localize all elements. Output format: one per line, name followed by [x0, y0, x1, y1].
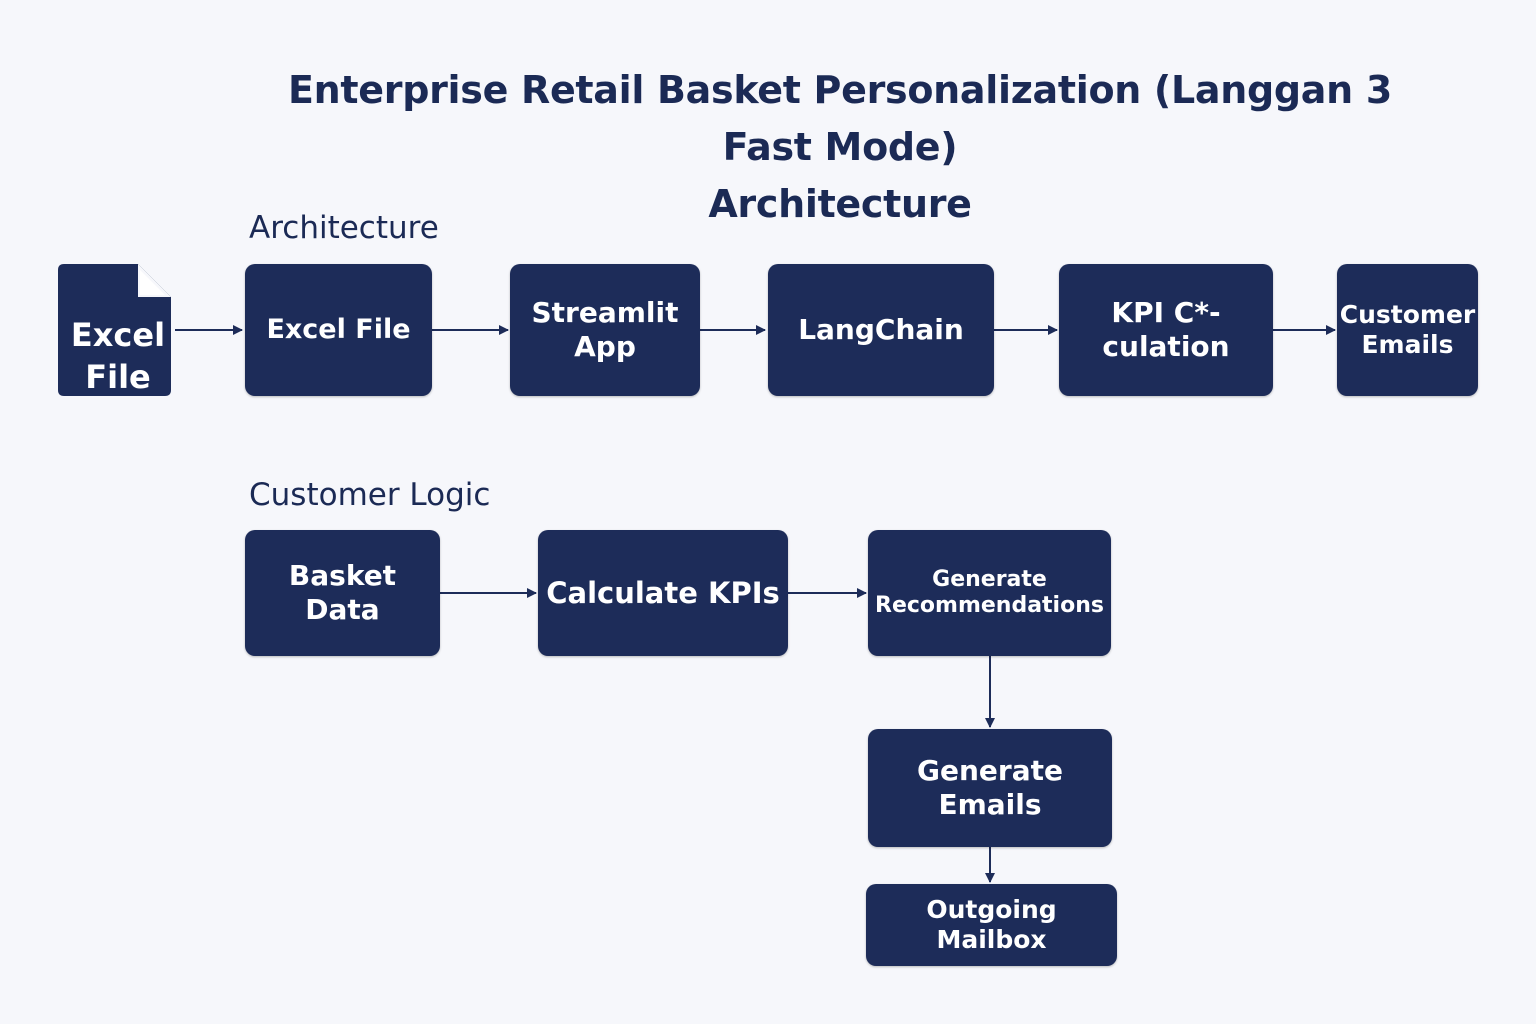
excel-document-icon: Excel File — [58, 264, 171, 396]
node-basket-data: Basket Data — [245, 530, 440, 656]
diagram-title: Enterprise Retail Basket Personalization… — [250, 62, 1430, 233]
node-generate-recommendations: Generate Recommendations — [868, 530, 1111, 656]
node-kpi-calculation: KPI C*- culation — [1059, 264, 1273, 396]
node-calculate-kpis: Calculate KPIs — [538, 530, 788, 656]
node-streamlit-app-label: Streamlit App — [531, 296, 679, 363]
node-customer-emails-label: Customer Emails — [1339, 300, 1476, 359]
node-generate-emails: Generate Emails — [868, 729, 1112, 847]
node-excel-file-label: Excel File — [266, 313, 411, 345]
node-generate-recommendations-label: Generate Recommendations — [875, 566, 1104, 618]
node-kpi-calculation-label: KPI C*- culation — [1102, 296, 1230, 363]
node-excel-file: Excel File — [245, 264, 432, 396]
node-basket-data-label: Basket Data — [288, 559, 397, 626]
node-outgoing-mailbox: Outgoing Mailbox — [866, 884, 1117, 966]
node-customer-emails: Customer Emails — [1337, 264, 1478, 396]
section-customer-logic-label: Customer Logic — [249, 477, 491, 513]
title-line-1: Enterprise Retail Basket Personalization… — [288, 68, 1392, 169]
node-calculate-kpis-label: Calculate KPIs — [546, 575, 780, 610]
node-langchain-label: LangChain — [798, 313, 964, 347]
section-architecture-label: Architecture — [249, 210, 439, 246]
title-line-2: Architecture — [708, 182, 972, 226]
node-langchain: LangChain — [768, 264, 994, 396]
node-outgoing-mailbox-label: Outgoing Mailbox — [926, 895, 1057, 954]
document-label: Excel File — [70, 316, 166, 396]
document-icon — [58, 264, 171, 396]
node-generate-emails-label: Generate Emails — [917, 754, 1063, 821]
node-streamlit-app: Streamlit App — [510, 264, 700, 396]
